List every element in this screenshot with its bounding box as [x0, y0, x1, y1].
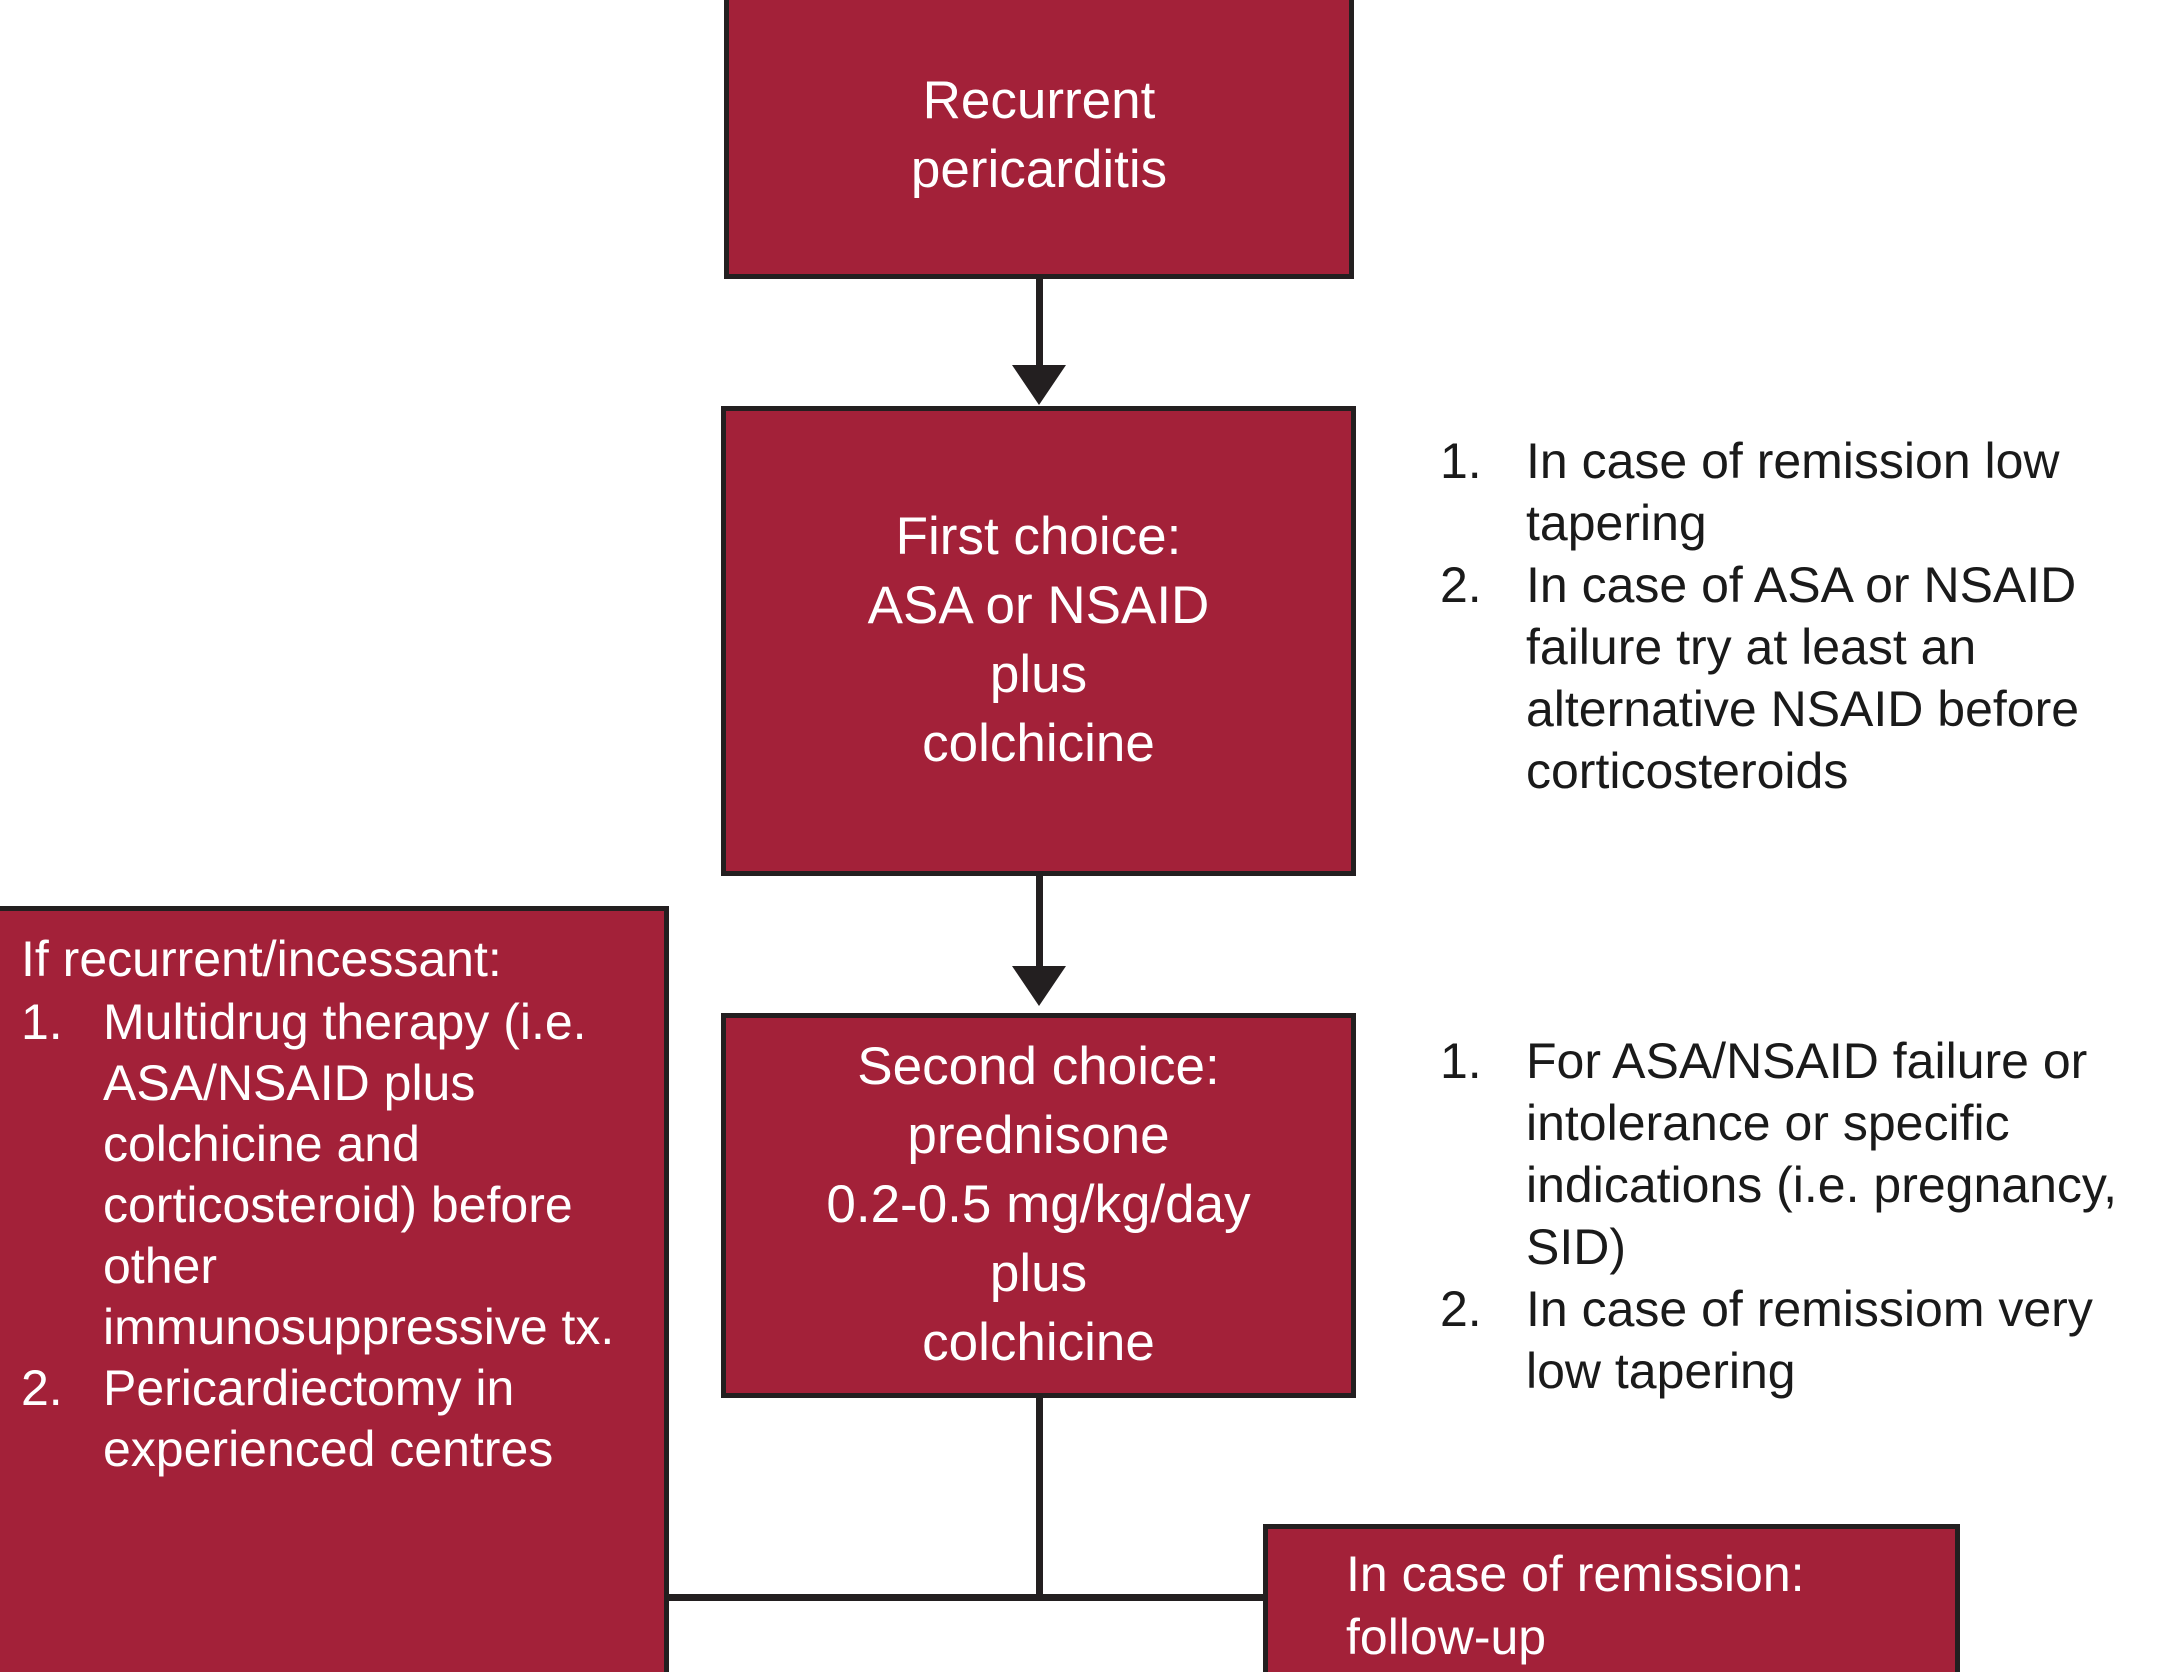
connector-branch-horizontal	[665, 1594, 1270, 1601]
annotation-first-choice-notes: 1. In case of remission low tapering 2. …	[1440, 430, 2170, 802]
annotation-second-choice-notes: 1. For ASA/NSAID failure or intolerance …	[1440, 1030, 2170, 1402]
list-marker: 1.	[21, 994, 63, 1050]
list-marker: 1.	[1440, 433, 1482, 489]
node-second-choice-line-1: Second choice:	[857, 1037, 1220, 1097]
list-item: 1. For ASA/NSAID failure or intolerance …	[1440, 1030, 2170, 1278]
left-panel-list: 1. Multidrug therapy (i.e. ASA/NSAID plu…	[21, 992, 646, 1480]
node-recurrent-pericarditis[interactable]: Recurrent pericarditis	[724, 0, 1354, 279]
node-second-choice-line-4: plus	[989, 1243, 1088, 1303]
list-item: 2. Pericardiectomy in experienced centre…	[21, 1358, 646, 1480]
arrowhead-to-second-choice	[1012, 966, 1066, 1006]
list-item: 2. In case of ASA or NSAID failure try a…	[1440, 554, 2170, 802]
arrowhead-to-first-choice	[1012, 365, 1066, 405]
node-first-choice-line-1: First choice:	[895, 507, 1182, 567]
list-marker: 1.	[1440, 1033, 1482, 1089]
connector-first-choice-to-second-choice	[1036, 873, 1043, 969]
list-item-text: For ASA/NSAID failure or intolerance or …	[1526, 1033, 2118, 1275]
node-recurrent-incessant-panel[interactable]: If recurrent/incessant: 1. Multidrug the…	[0, 906, 669, 1672]
list-item-text: In case of remission low tapering	[1526, 433, 2060, 551]
node-recurrent-line-1: Recurrent	[922, 70, 1156, 130]
node-second-choice[interactable]: Second choice: prednisone 0.2-0.5 mg/kg/…	[721, 1013, 1356, 1398]
list-item: 1. Multidrug therapy (i.e. ASA/NSAID plu…	[21, 992, 646, 1358]
node-first-choice-line-2: ASA or NSAID	[867, 576, 1210, 636]
left-panel-heading: If recurrent/incessant:	[21, 931, 502, 987]
list-item: 2. In case of remissiom very low taperin…	[1440, 1278, 2170, 1402]
list-marker: 2.	[1440, 557, 1482, 613]
node-first-choice-line-4: colchicine	[922, 713, 1155, 773]
list-item-text: Multidrug therapy (i.e. ASA/NSAID plus c…	[103, 994, 615, 1355]
list-marker: 2.	[21, 1360, 63, 1416]
node-second-choice-line-2: prednisone	[907, 1106, 1170, 1166]
list-item-text: Pericardiectomy in experienced centres	[103, 1360, 554, 1477]
node-second-choice-line-3: 0.2-0.5 mg/kg/day	[826, 1175, 1251, 1235]
node-first-choice[interactable]: First choice: ASA or NSAID plus colchici…	[721, 406, 1356, 876]
list-item-text: In case of ASA or NSAID failure try at l…	[1526, 557, 2080, 799]
annotation-list-1: 1. In case of remission low tapering 2. …	[1440, 430, 2170, 802]
node-first-choice-line-3: plus	[989, 645, 1088, 704]
list-item-text: In case of remissiom very low tapering	[1526, 1281, 2093, 1399]
node-second-choice-line-5: colchicine	[922, 1312, 1155, 1372]
connector-second-choice-down	[1036, 1394, 1043, 1601]
list-item: 1. In case of remission low tapering	[1440, 430, 2170, 554]
node-in-case-of-remission-followup[interactable]: In case of remission: follow-up	[1263, 1524, 1960, 1672]
connector-recurrent-to-first-choice	[1036, 278, 1043, 370]
node-recurrent-line-2: pericarditis	[910, 139, 1168, 199]
annotation-list-2: 1. For ASA/NSAID failure or intolerance …	[1440, 1030, 2170, 1402]
list-marker: 2.	[1440, 1281, 1482, 1337]
node-remission-line-2: follow-up	[1346, 1608, 1547, 1665]
node-remission-line-1: In case of remission:	[1346, 1545, 1805, 1602]
